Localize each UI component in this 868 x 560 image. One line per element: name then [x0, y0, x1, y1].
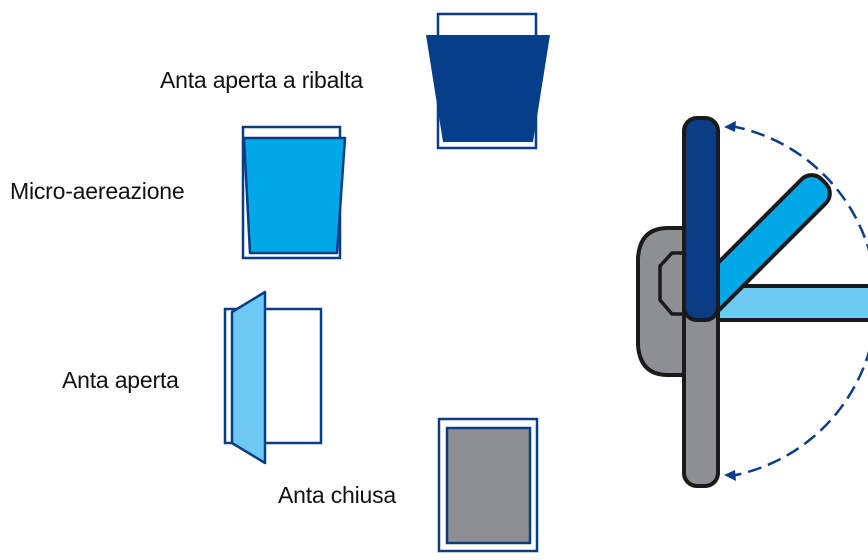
rotation-arc	[730, 124, 868, 478]
closed-window-icon	[437, 417, 539, 553]
label-open: Anta aperta	[62, 367, 179, 393]
handle-up	[682, 116, 720, 322]
label-closed: Anta chiusa	[278, 482, 396, 508]
label-tilt-turn: Anta aperta a ribalta	[160, 67, 363, 93]
handle-positions-illustration	[636, 116, 868, 488]
micro-ventilation-window-icon	[241, 125, 347, 260]
open-window-icon	[223, 290, 323, 465]
label-micro-ventilation: Micro-aereazione	[10, 178, 185, 204]
arc-arrow-top-icon	[724, 121, 736, 132]
tilt-turn-window-icon	[426, 12, 550, 150]
arc-arrow-bottom-icon	[724, 470, 736, 481]
